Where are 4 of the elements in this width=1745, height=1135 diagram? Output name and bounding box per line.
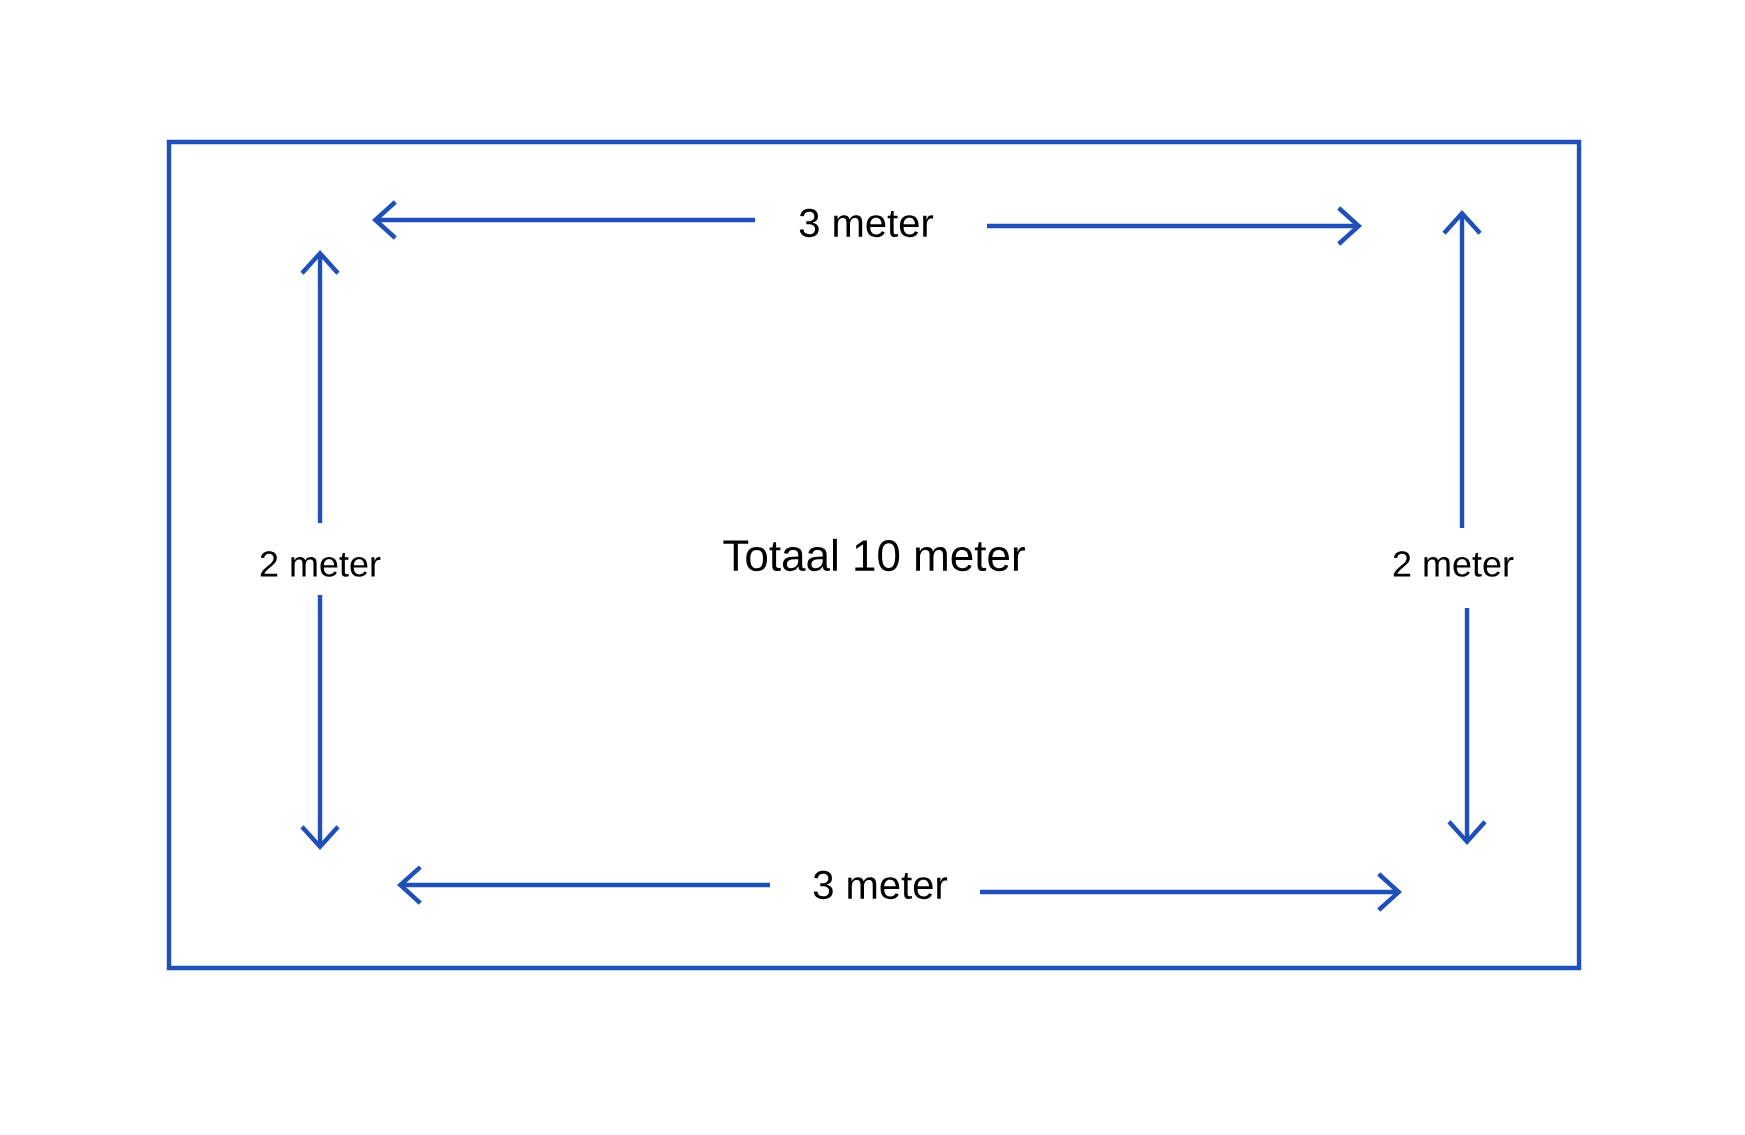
dimension-label: 3 meter xyxy=(813,870,948,900)
dimension-label: 2 meter xyxy=(260,551,381,577)
dimension-label: 2 meter xyxy=(1393,551,1514,577)
dimension-label: 3 meter xyxy=(799,208,934,238)
